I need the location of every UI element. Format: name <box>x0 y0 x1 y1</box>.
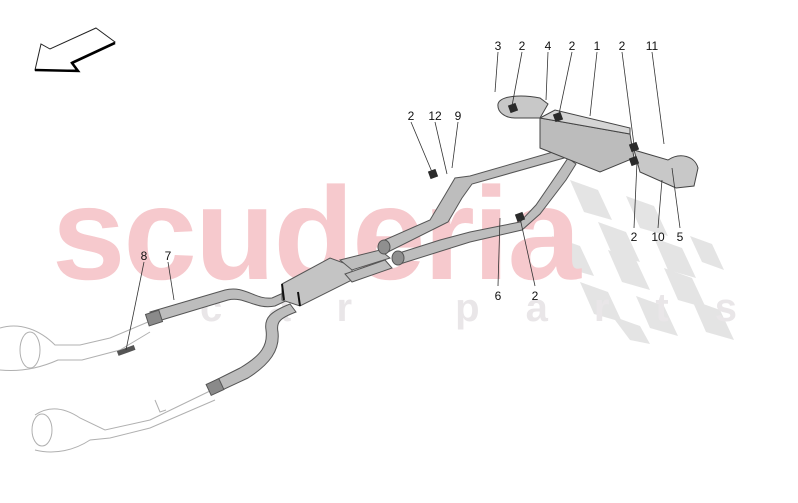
leader-lines <box>125 51 681 351</box>
callout-12[interactable]: 12 <box>428 109 442 123</box>
y-pipe <box>377 149 577 266</box>
front-pipe-lower <box>211 303 297 393</box>
callout-6[interactable]: 6 <box>494 289 502 303</box>
callout-4[interactable]: 4 <box>544 39 552 53</box>
callout-8[interactable]: 8 <box>140 249 148 263</box>
front-direction-arrow-icon <box>34 27 116 73</box>
callout-2[interactable]: 2 <box>407 109 415 123</box>
callout-9[interactable]: 9 <box>454 109 462 123</box>
rear-muffler <box>497 95 699 189</box>
center-resonator <box>281 249 393 307</box>
callout-11[interactable]: 11 <box>645 39 659 53</box>
callout-5[interactable]: 5 <box>676 230 684 244</box>
callout-3[interactable]: 3 <box>494 39 502 53</box>
callout-2[interactable]: 2 <box>531 289 539 303</box>
callout-1[interactable]: 1 <box>593 39 601 53</box>
callout-7[interactable]: 7 <box>164 249 172 263</box>
ghost-catalytic-converters <box>0 321 216 453</box>
callout-10[interactable]: 10 <box>651 230 665 244</box>
rubber-mounts <box>116 102 640 356</box>
callout-2[interactable]: 2 <box>518 39 526 53</box>
callout-2[interactable]: 2 <box>630 230 638 244</box>
callout-2[interactable]: 2 <box>568 39 576 53</box>
callout-2[interactable]: 2 <box>618 39 626 53</box>
